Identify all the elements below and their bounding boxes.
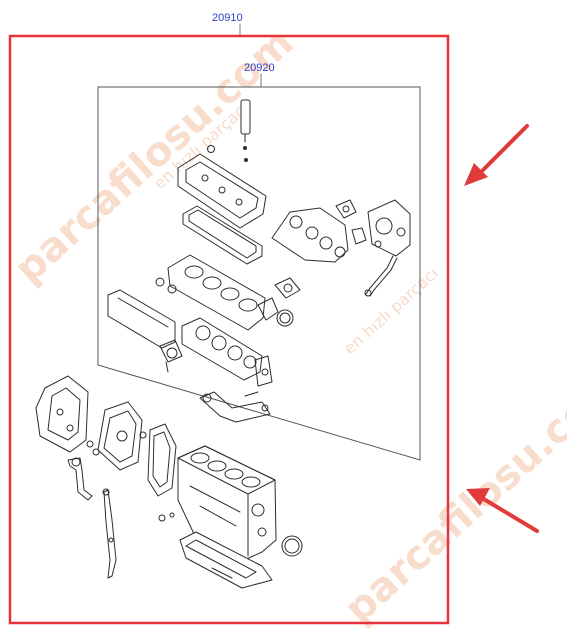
turbo-gasket-set xyxy=(364,199,411,297)
outer-part-code: 20910 xyxy=(212,12,243,24)
red-arrow-icon xyxy=(466,488,539,533)
o-ring-parts xyxy=(86,431,175,522)
watermark-text-1: parcafilosu.com xyxy=(6,19,302,292)
cylinder-block xyxy=(177,445,277,563)
injector-part xyxy=(207,99,251,162)
valve-cover-gasket xyxy=(177,153,267,229)
inner-kit-frame xyxy=(97,86,421,461)
oil-pickup-tube xyxy=(67,457,93,501)
dipstick-guide xyxy=(102,488,117,579)
inner-part-code: 20920 xyxy=(244,62,275,74)
watermark-group: parcafilosu.com en hızlı parçacı parcafi… xyxy=(6,19,567,631)
head-gasket-lower xyxy=(181,317,263,381)
exhaust-manifold-gasket xyxy=(271,199,367,263)
cylinder-head-gasket xyxy=(167,254,266,331)
timing-cover-middle xyxy=(97,401,143,471)
timing-cover-left xyxy=(35,375,89,453)
watermark-text-2: parcafilosu.com xyxy=(336,359,567,631)
thermostat-parts xyxy=(159,339,273,387)
oil-pan xyxy=(179,531,273,589)
watermark-subtext-2: en hızlı parçacı xyxy=(340,264,442,358)
timing-gasket xyxy=(147,423,177,497)
small-gasket-parts xyxy=(257,277,301,327)
head-cover-seal xyxy=(182,205,263,265)
rear-oil-seal xyxy=(281,535,303,557)
water-pipe xyxy=(199,391,271,423)
red-arrow-icon xyxy=(464,124,529,186)
highlight-border xyxy=(8,34,450,625)
intake-manifold-gasket xyxy=(107,277,177,349)
